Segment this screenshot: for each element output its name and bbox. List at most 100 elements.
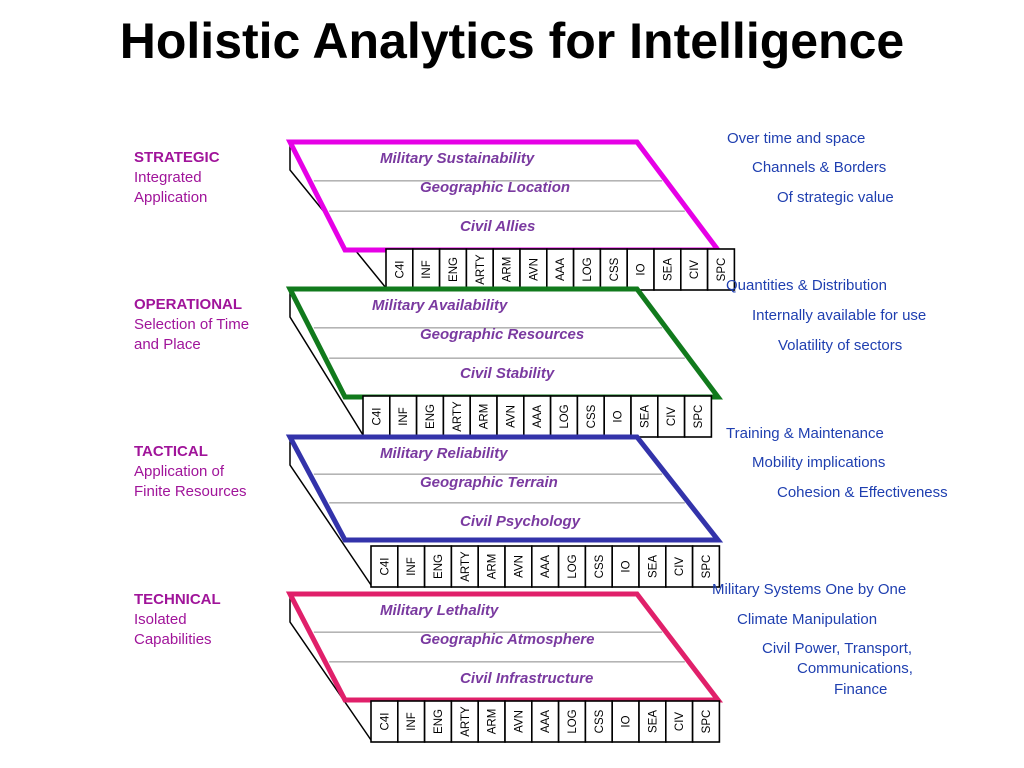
level-desc-line: and Place	[134, 336, 201, 353]
plate-row-3: Civil Stability	[460, 365, 555, 382]
code-spc: SPC	[716, 258, 728, 282]
code-cell	[664, 700, 694, 743]
plate-row-2: Geographic Location	[420, 179, 570, 196]
code-cell	[415, 395, 445, 438]
note-line: Communications,	[797, 660, 913, 677]
code-arm: ARM	[487, 554, 499, 580]
code-arty: ARTY	[452, 401, 464, 432]
code-arm: ARM	[502, 257, 514, 283]
code-avn: AVN	[505, 405, 517, 428]
level-desc-line: Application of	[134, 463, 225, 480]
code-aaa: AAA	[555, 258, 567, 281]
level-desc-line: Capabilities	[134, 631, 212, 648]
note-line: Quantities & Distribution	[726, 277, 887, 294]
code-arm: ARM	[479, 404, 491, 430]
code-civ: CIV	[674, 712, 686, 732]
code-c4i: C4I	[394, 261, 406, 279]
note-line: Volatility of sectors	[778, 337, 902, 354]
code-aaa: AAA	[540, 710, 552, 733]
code-c4i: C4I	[371, 408, 383, 426]
code-spc: SPC	[701, 555, 713, 579]
code-inf: INF	[406, 557, 418, 576]
plate-row-3: Civil Allies	[460, 218, 535, 235]
code-cell	[683, 395, 713, 438]
code-inf: INF	[421, 260, 433, 279]
code-cell	[522, 395, 552, 438]
code-cell	[584, 545, 614, 588]
code-sea: SEA	[662, 258, 674, 281]
code-eng: ENG	[433, 709, 445, 734]
code-css: CSS	[609, 257, 621, 281]
page-title: Holistic Analytics for Intelligence	[119, 13, 905, 69]
plate-side-edge	[289, 289, 364, 436]
level-desc-line: Application	[134, 189, 207, 206]
code-cell	[450, 545, 479, 588]
code-cell	[530, 545, 560, 588]
code-arty: ARTY	[460, 551, 472, 582]
note-line: Internally available for use	[752, 307, 926, 324]
note-line: Over time and space	[727, 130, 865, 147]
note-line: Cohesion & Effectiveness	[777, 484, 948, 501]
code-sea: SEA	[647, 555, 659, 578]
code-cell	[519, 248, 548, 291]
code-cell	[504, 545, 533, 588]
code-io: IO	[621, 560, 633, 572]
code-cell	[388, 395, 418, 438]
code-cell	[423, 545, 453, 588]
code-c4i: C4I	[379, 713, 391, 731]
code-io: IO	[613, 410, 625, 422]
code-cell	[362, 395, 391, 438]
plate-row-2: Geographic Terrain	[420, 474, 558, 491]
code-cell	[477, 545, 506, 588]
code-cell	[557, 700, 587, 743]
level-name: TECHNICAL	[134, 591, 221, 608]
level-desc-line: Selection of Time	[134, 316, 249, 333]
plate-outline	[285, 591, 724, 703]
code-inf: INF	[406, 712, 418, 731]
plate-row-2: Geographic Resources	[420, 326, 584, 343]
code-eng: ENG	[425, 404, 437, 429]
note-line: Of strategic value	[777, 189, 894, 206]
code-civ: CIV	[674, 557, 686, 577]
code-io: IO	[621, 715, 633, 727]
code-css: CSS	[594, 709, 606, 733]
code-cell	[706, 248, 736, 291]
code-css: CSS	[594, 554, 606, 578]
code-log: LOG	[582, 257, 594, 281]
code-sea: SEA	[647, 710, 659, 733]
note-line: Mobility implications	[752, 454, 885, 471]
code-cell	[638, 700, 667, 743]
code-eng: ENG	[433, 554, 445, 579]
note-line: Military Systems One by One	[712, 581, 906, 598]
code-avn: AVN	[513, 710, 525, 733]
code-cell	[469, 395, 498, 438]
code-log: LOG	[567, 709, 579, 733]
level-name: OPERATIONAL	[134, 296, 242, 313]
code-cell	[477, 700, 506, 743]
plate-row-2: Geographic Atmosphere	[420, 631, 594, 648]
note-line: Training & Maintenance	[726, 425, 884, 442]
code-cell	[576, 395, 606, 438]
code-cell	[691, 700, 721, 743]
plate-row-3: Civil Psychology	[460, 513, 581, 530]
code-spc: SPC	[693, 405, 705, 429]
code-aaa: AAA	[532, 405, 544, 428]
code-log: LOG	[567, 554, 579, 578]
code-cell	[653, 248, 682, 291]
code-spc: SPC	[701, 710, 713, 734]
code-inf: INF	[398, 407, 410, 426]
level-name: STRATEGIC	[134, 149, 220, 166]
note-line: Climate Manipulation	[737, 611, 877, 628]
note-line: Civil Power, Transport,	[762, 640, 912, 657]
plate-row-3: Civil Infrastructure	[460, 670, 593, 687]
code-avn: AVN	[513, 555, 525, 578]
code-cell	[504, 700, 533, 743]
code-cell	[679, 248, 709, 291]
